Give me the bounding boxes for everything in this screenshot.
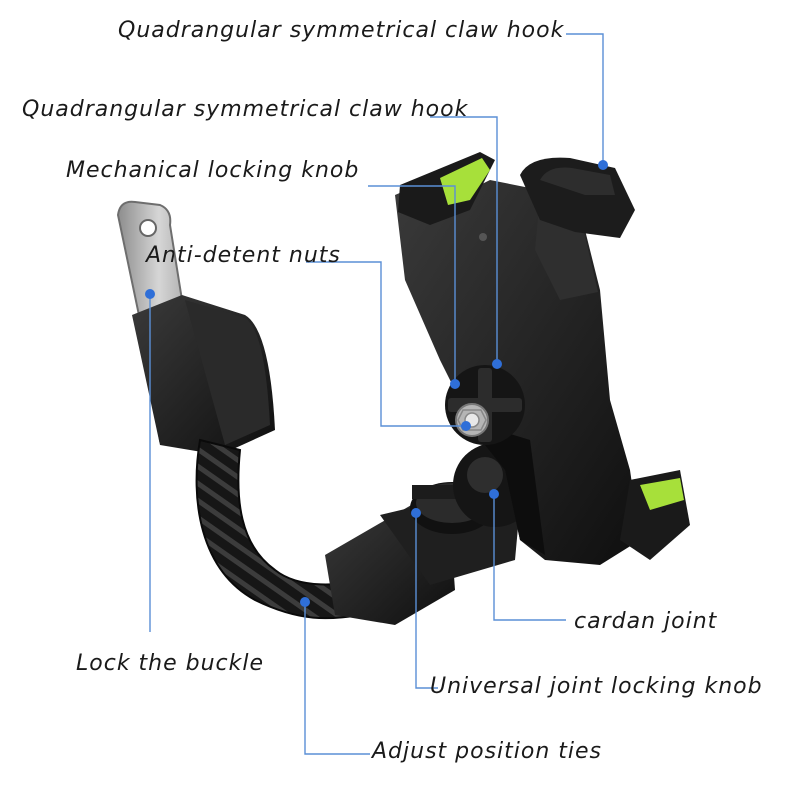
lower-claw (620, 470, 690, 560)
phone-holder-body (395, 180, 640, 565)
leader-lines (149, 33, 604, 755)
upper-left-claw (398, 152, 495, 225)
dot-anti-detent (461, 421, 471, 431)
dot-lock-buckle (145, 289, 155, 299)
label-lock-buckle: Lock the buckle (76, 651, 265, 676)
dot-claw-hook-second (492, 359, 502, 369)
label-adjust-position-ties: Adjust position ties (372, 739, 603, 764)
mirror-clamp (132, 295, 275, 455)
label-claw-hook-top: Quadrangular symmetrical claw hook (118, 18, 565, 43)
label-cardan-joint: cardan joint (574, 609, 718, 634)
callout-dots (145, 160, 608, 607)
screw-hole (479, 233, 487, 241)
dot-claw-hook-top (598, 160, 608, 170)
dot-adjust-ties (300, 597, 310, 607)
label-universal-joint-knob: Universal joint locking knob (430, 674, 763, 699)
label-claw-hook-second: Quadrangular symmetrical claw hook (22, 97, 469, 122)
dot-universal-knob (411, 508, 421, 518)
dot-mechanical-knob (450, 379, 460, 389)
upper-right-claw (520, 157, 635, 238)
label-mechanical-knob: Mechanical locking knob (66, 158, 360, 183)
dot-cardan-joint (489, 489, 499, 499)
label-anti-detent-nuts: Anti-detent nuts (146, 243, 341, 268)
locking-knob-shape (445, 365, 525, 445)
